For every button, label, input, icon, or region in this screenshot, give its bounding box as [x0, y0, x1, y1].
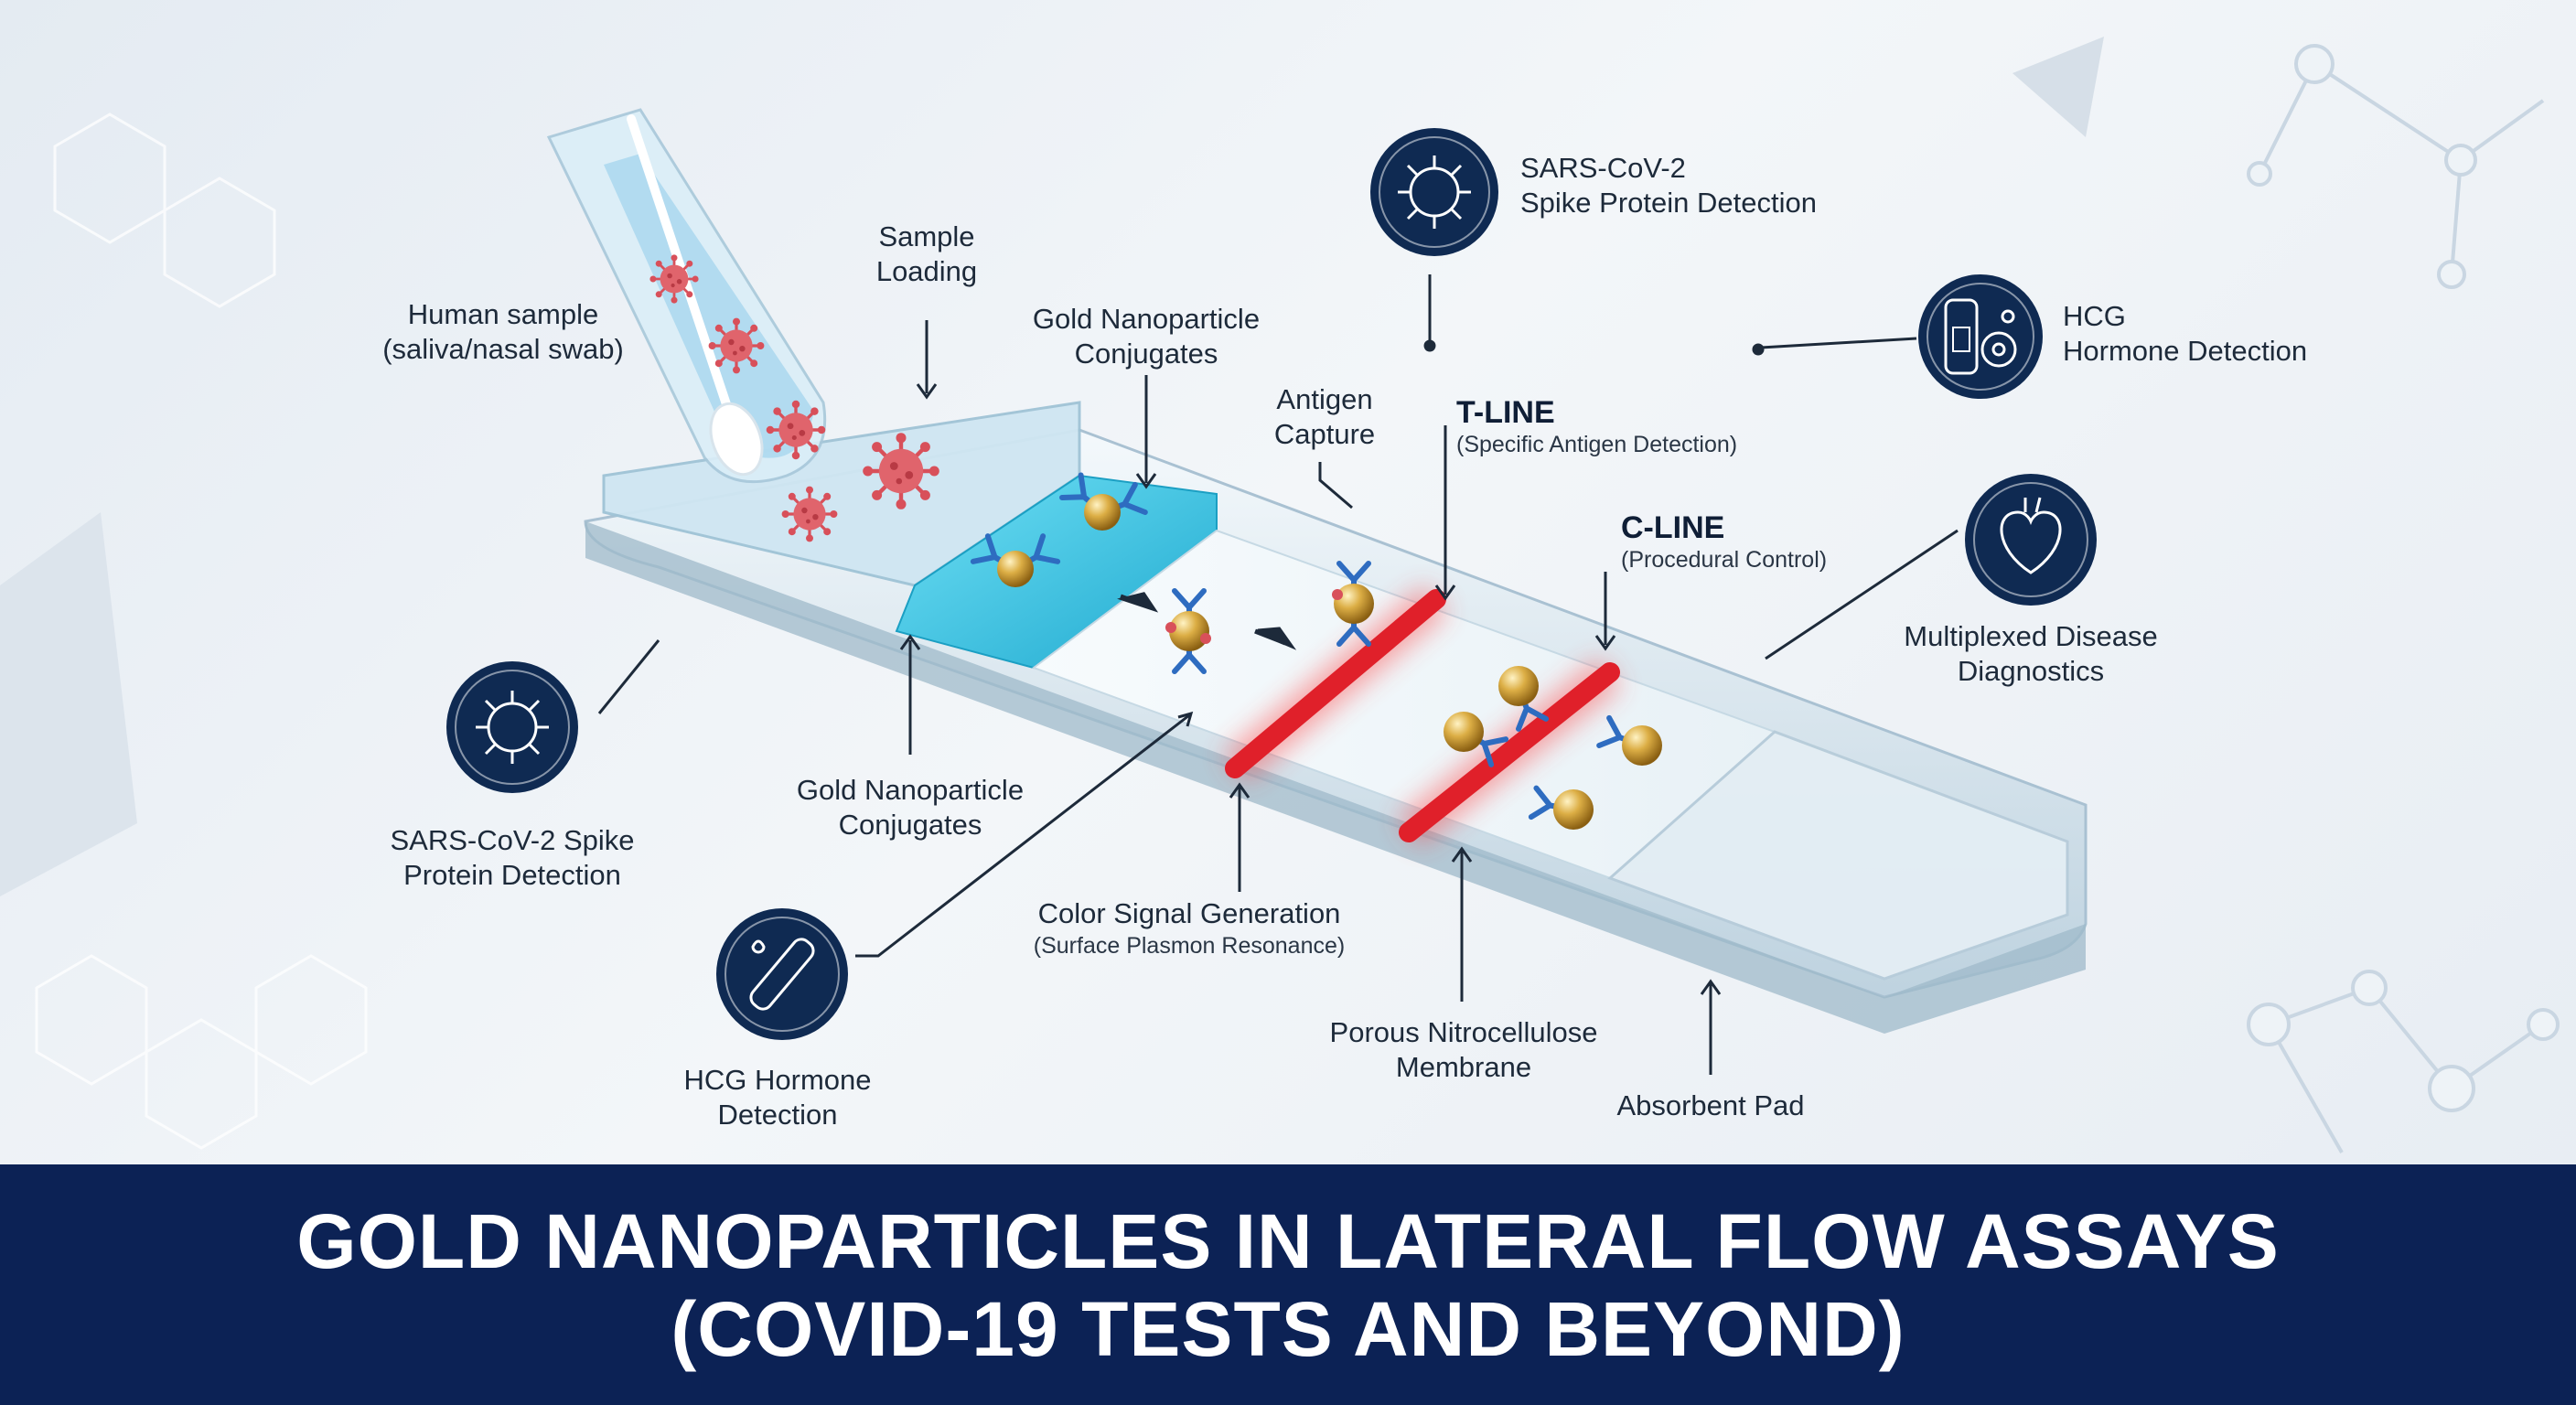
label-color-signal: Color Signal Generation(Surface Plasmon … [1033, 897, 1346, 959]
background-crystal-top-right [2012, 37, 2104, 137]
label-c-line: C-LINE(Procedural Control) [1621, 510, 1828, 573]
lateral-flow-strip [584, 401, 2088, 1034]
background-hexagons [35, 113, 368, 1150]
control-line [1397, 658, 1622, 847]
virus-detection-icon [1370, 128, 1498, 256]
absorbent-pad [1607, 730, 2069, 981]
leader-lines [597, 274, 1959, 1075]
background-molecules [2247, 44, 2560, 1153]
label-t-line: T-LINE(Specific Antigen Detection) [1456, 395, 1738, 457]
strip-case-edge [585, 521, 2086, 1034]
heart-icon [1965, 474, 2097, 606]
label-absorbent-pad: Absorbent Pad [1616, 1089, 1805, 1121]
pregnancy-test-icon-bottom [716, 908, 848, 1040]
title-line-2: (COVID-19 TESTS AND BEYOND) [671, 1285, 1905, 1372]
title-banner: GOLD NANOPARTICLES IN LATERAL FLOW ASSAY… [0, 1164, 2576, 1405]
title-line-1: GOLD NANOPARTICLES IN LATERAL FLOW ASSAY… [296, 1197, 2280, 1284]
test-line [1223, 585, 1448, 783]
flow-arrows [1117, 592, 1297, 650]
label-human-sample: Human sample(saliva/nasal swab) [382, 298, 624, 365]
background-crystal-left [0, 512, 137, 896]
virus-detection-icon-left [446, 661, 578, 793]
pregnancy-test-icon [1918, 274, 2043, 399]
gold-conjugates [973, 475, 1662, 830]
